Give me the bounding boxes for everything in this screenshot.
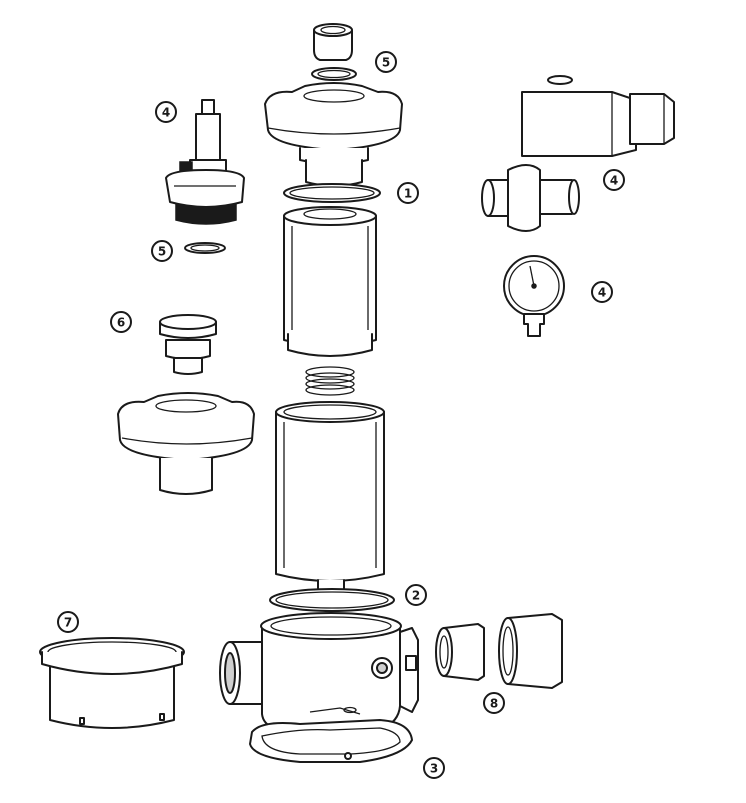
callout-6-fitting: 6	[110, 311, 132, 333]
callout-2-oring: 2	[405, 584, 427, 606]
pump-housing	[219, 612, 419, 735]
spring	[305, 366, 355, 396]
callout-label: 5	[382, 56, 390, 70]
oring-2	[269, 588, 395, 612]
solenoid-coil	[521, 75, 675, 157]
callout-label: 8	[490, 697, 498, 711]
callout-circle	[423, 757, 445, 779]
callout-3-gasket: 3	[423, 757, 445, 779]
upper-cartridge	[283, 206, 377, 357]
callout-8-unions: 8	[483, 692, 505, 714]
callout-4-solenoid: 4	[603, 169, 625, 191]
callout-label: 3	[430, 762, 438, 776]
callout-label: 1	[404, 187, 412, 201]
callout-circle	[397, 182, 419, 204]
strainer-basket	[39, 637, 185, 729]
callout-circle	[405, 584, 427, 606]
callout-circle	[603, 169, 625, 191]
callout-label: 6	[117, 316, 125, 330]
union-fitting-1	[435, 623, 485, 681]
callout-4-gauge: 4	[591, 281, 613, 303]
valve-stem-assembly	[165, 99, 245, 225]
callout-group: 5 4 1 4 5 4 6 2 7 8 3	[57, 51, 625, 779]
callout-5-small-oring: 5	[151, 240, 173, 262]
callout-7-basket: 7	[57, 611, 79, 633]
pressure-gauge	[503, 255, 565, 337]
callout-1-oring: 1	[397, 182, 419, 204]
upper-lid	[264, 82, 403, 187]
callout-circle	[483, 692, 505, 714]
callout-5-top: 5	[375, 51, 397, 73]
valve-body	[481, 164, 580, 232]
callout-label: 5	[158, 245, 166, 259]
fitting	[159, 314, 217, 375]
lower-lid	[117, 392, 255, 495]
top-fitting	[313, 23, 353, 61]
callout-label: 4	[162, 106, 170, 120]
callout-label: 4	[610, 174, 618, 188]
callout-label: 2	[412, 589, 420, 603]
callout-4-valve-stem: 4	[155, 101, 177, 123]
callout-circle	[110, 311, 132, 333]
callout-circle	[151, 240, 173, 262]
union-fitting-2	[498, 613, 563, 689]
lower-cartridge	[275, 401, 385, 597]
callout-circle	[375, 51, 397, 73]
callout-circle	[155, 101, 177, 123]
callout-label: 7	[64, 616, 72, 630]
callout-circle	[591, 281, 613, 303]
callout-circle	[57, 611, 79, 633]
callout-label: 4	[598, 286, 606, 300]
base-gasket	[249, 719, 413, 763]
